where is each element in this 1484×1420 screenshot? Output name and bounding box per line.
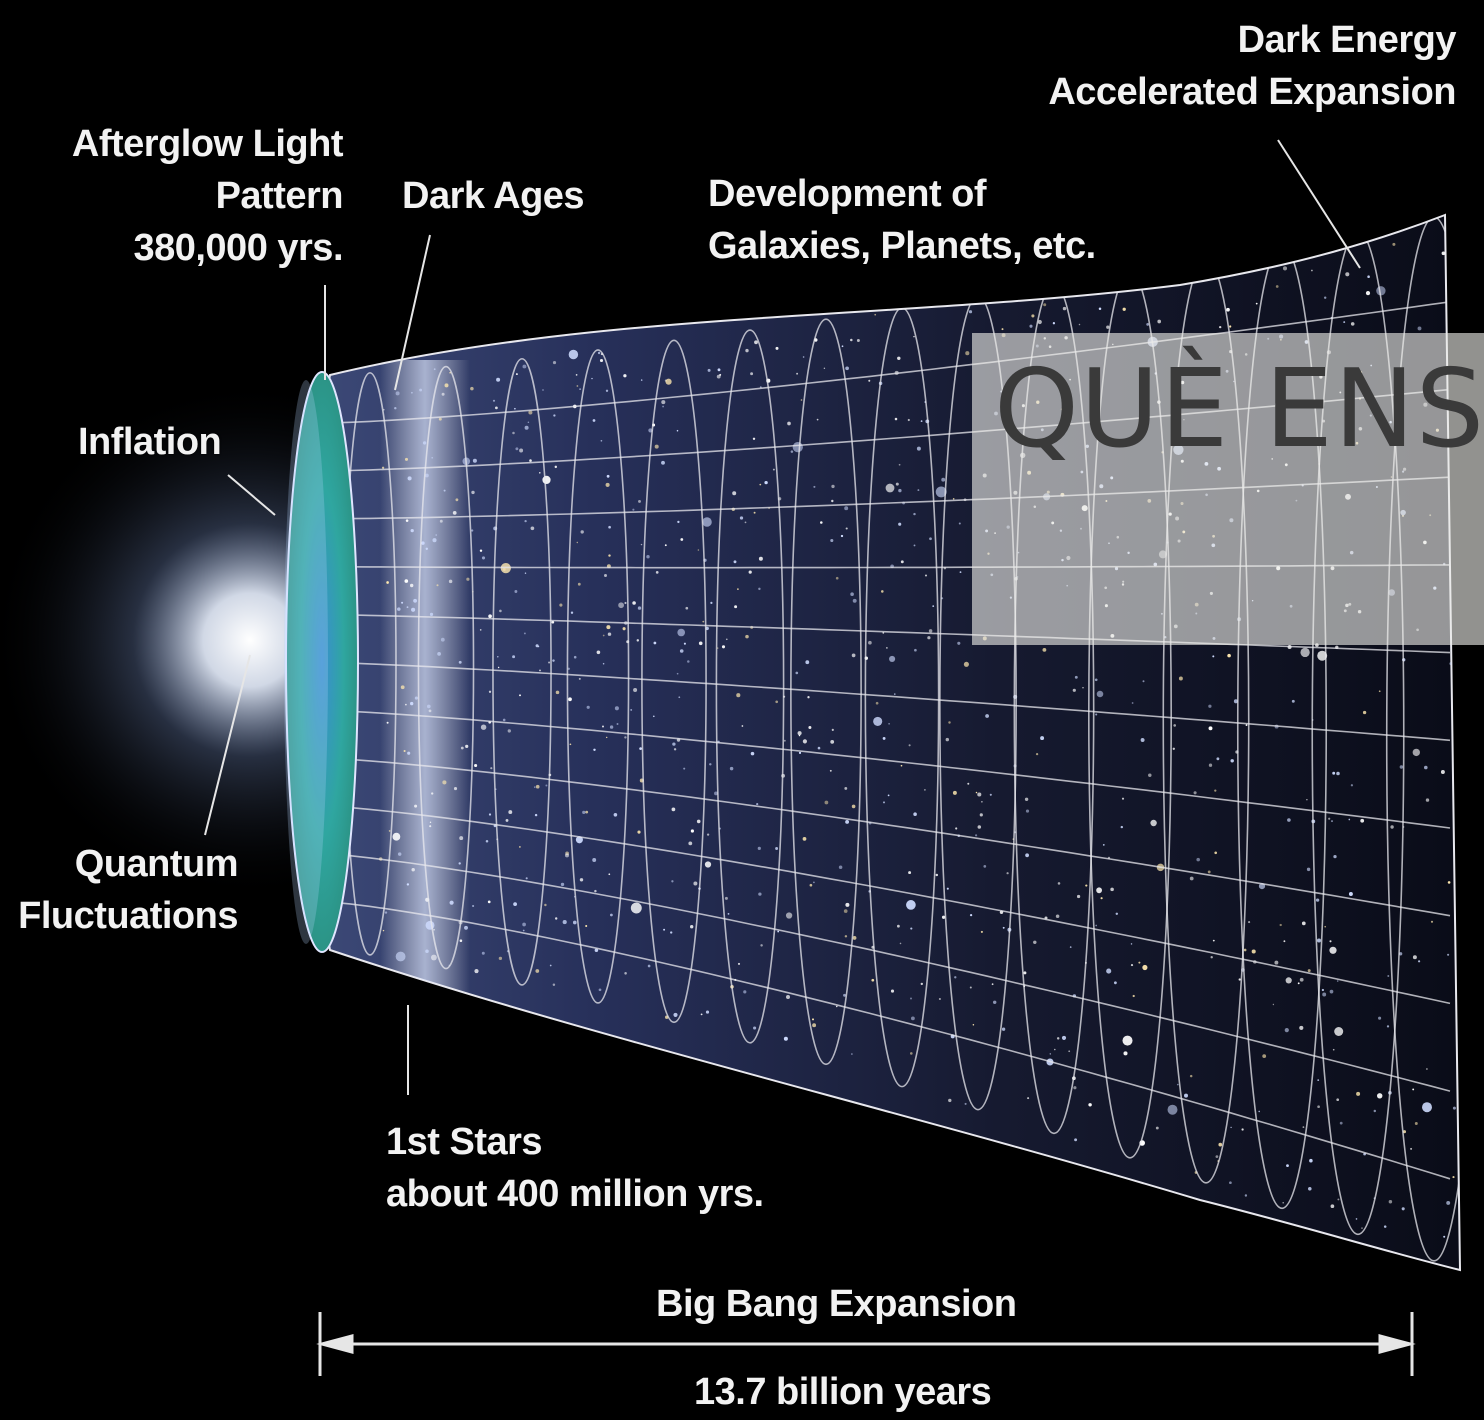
cmb-disc <box>285 371 359 953</box>
dark-energy-label: Dark Energy Accelerated Expansion <box>1048 19 1456 113</box>
quantum-fluctuations-label: Quantum Fluctuations <box>18 843 238 937</box>
first-stars-glow <box>380 360 470 1000</box>
big-bang-expansion-label: Big Bang Expansion <box>656 1283 1017 1325</box>
overlay-title: QUÈ ENS <box>994 347 1484 472</box>
title-overlay: QUÈ ENS <box>972 333 1484 645</box>
duration-label: 13.7 billion years <box>694 1371 992 1413</box>
afterglow-label: Afterglow Light Pattern 380,000 yrs. <box>71 123 344 269</box>
first-stars-label: 1st Stars about 400 million yrs. <box>386 1121 764 1215</box>
development-label: Development of Galaxies, Planets, etc. <box>708 173 1096 267</box>
inflation-label: Inflation <box>78 421 222 463</box>
dark-ages-label: Dark Ages <box>402 175 585 217</box>
pointer-lines <box>204 139 1361 1095</box>
timeline-arrow <box>316 1312 1416 1376</box>
